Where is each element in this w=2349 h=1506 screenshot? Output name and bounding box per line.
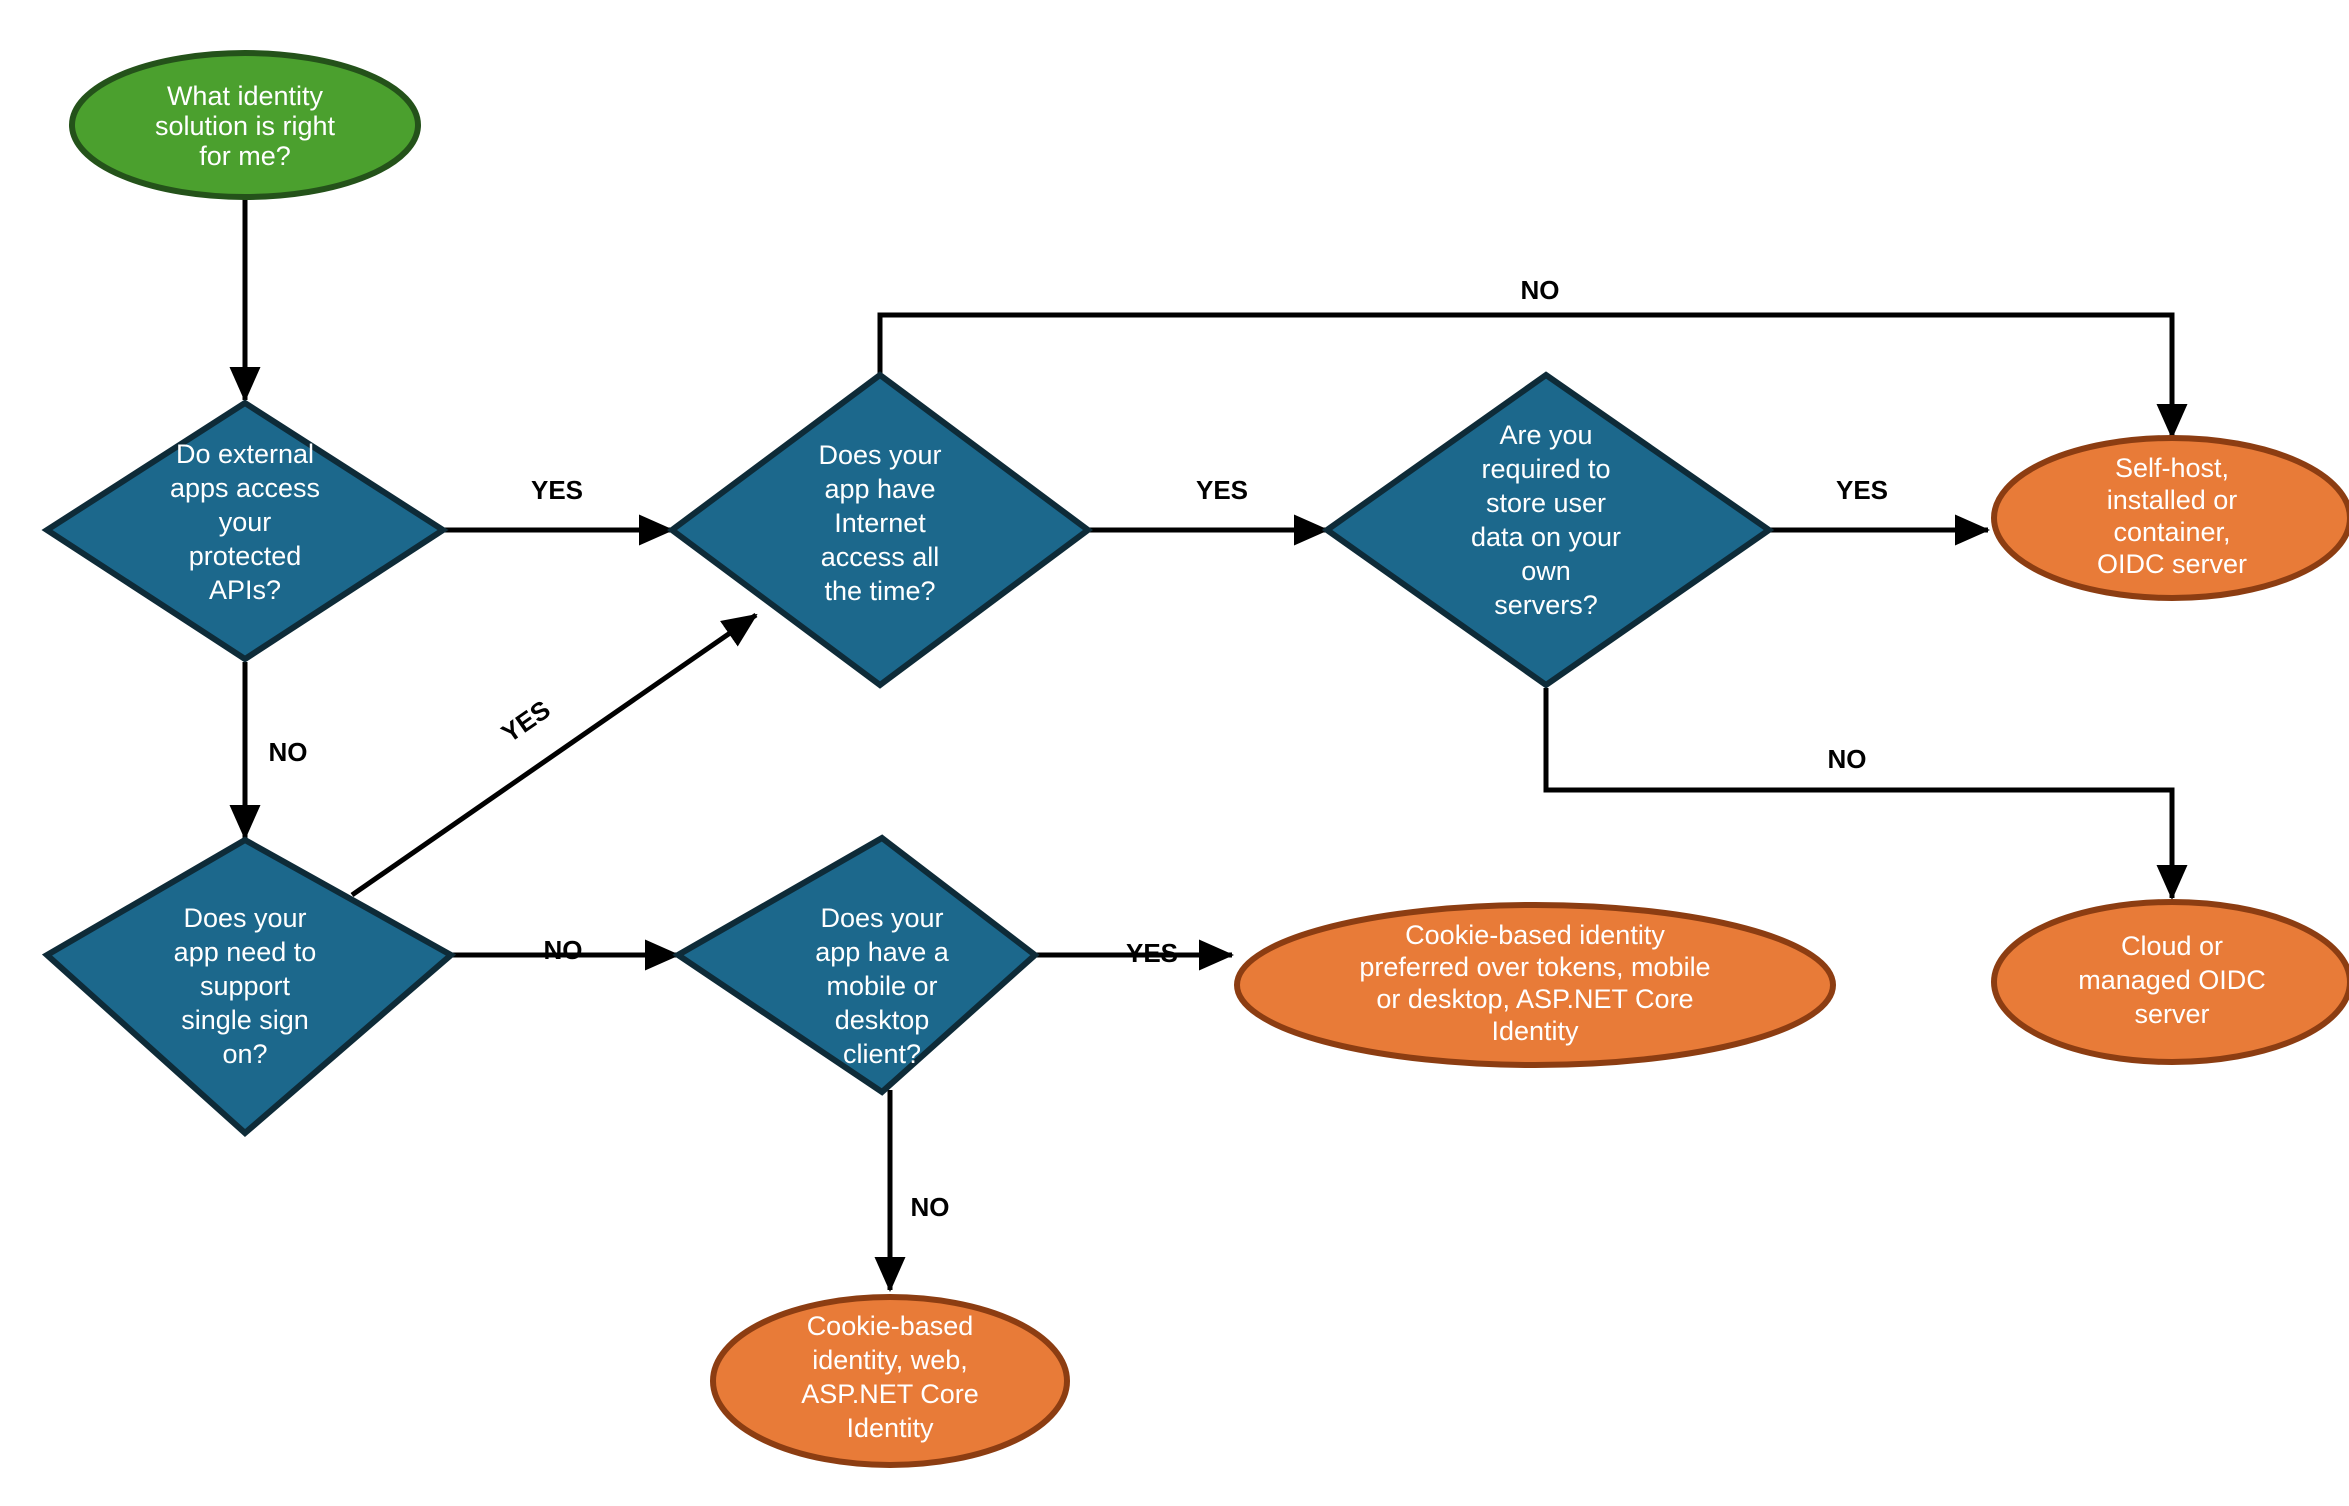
node-cloud-managed-line-2: managed OIDC	[2078, 965, 2266, 995]
edge-sso-yes	[350, 612, 758, 898]
node-cloud-managed-line-1: Cloud or	[2121, 931, 2223, 961]
mobile-desktop-client-diamond-shape	[672, 834, 1040, 1096]
node-internet-access-line-3: Internet	[834, 508, 926, 538]
edge-label-client-no: NO	[911, 1192, 950, 1222]
node-external-apis-line-5: APIs?	[209, 575, 281, 605]
edge-label-external-apis-no: NO	[269, 737, 308, 767]
cookie-identity-web-ellipse-shape	[710, 1294, 1070, 1468]
edge-label-client-yes: YES	[1126, 938, 1178, 968]
node-cookie-identity-web-line-1: Cookie-based	[807, 1311, 974, 1341]
edge-label-store-data-no: NO	[1828, 744, 1867, 774]
node-single-sign-on-line-2: app need to	[174, 937, 317, 967]
node-start-line-3: for me?	[199, 141, 291, 171]
edge-label-store-data-yes: YES	[1836, 475, 1888, 505]
node-cookie-identity-web-line-2: identity, web,	[812, 1345, 968, 1375]
node-external-apis-line-4: protected	[189, 541, 302, 571]
single-sign-on-diamond-shape	[41, 836, 457, 1137]
edge-internet-no	[877, 312, 2188, 440]
edge-label-internet-yes: YES	[1196, 475, 1248, 505]
node-cookie-identity-web[interactable]: Cookie-based identity, web, ASP.NET Core…	[710, 1294, 1070, 1468]
node-store-user-data-line-3: store user	[1486, 488, 1606, 518]
node-store-user-data[interactable]: Are you required to store user data on y…	[1321, 371, 1775, 689]
node-cookie-identity-web-line-4: Identity	[846, 1413, 934, 1443]
node-single-sign-on-line-5: on?	[222, 1039, 267, 1069]
node-store-user-data-line-5: own	[1521, 556, 1571, 586]
node-self-host-line-3: container,	[2113, 517, 2230, 547]
node-mobile-desktop-client-line-5: client?	[843, 1039, 921, 1069]
node-mobile-desktop-client[interactable]: Does your app have a mobile or desktop c…	[672, 834, 1040, 1096]
cookie-identity-mobile-ellipse-shape	[1234, 902, 1836, 1068]
node-internet-access[interactable]: Does your app have Internet access all t…	[666, 371, 1094, 689]
node-cloud-managed-line-3: server	[2134, 999, 2209, 1029]
node-mobile-desktop-client-line-3: mobile or	[826, 971, 937, 1001]
node-mobile-desktop-client-line-2: app have a	[815, 937, 950, 967]
edge-store-data-no	[1543, 688, 2188, 901]
node-self-host-line-1: Self-host,	[2115, 453, 2229, 483]
node-single-sign-on[interactable]: Does your app need to support single sig…	[41, 836, 457, 1137]
node-cookie-identity-mobile[interactable]: Cookie-based identity preferred over tok…	[1234, 902, 1836, 1068]
store-user-data-diamond-shape	[1321, 371, 1775, 689]
node-internet-access-line-2: app have	[824, 474, 935, 504]
node-cookie-identity-mobile-line-2: preferred over tokens, mobile	[1359, 952, 1710, 982]
node-single-sign-on-line-3: support	[200, 971, 291, 1001]
node-start-line-2: solution is right	[155, 111, 336, 141]
start-ellipse-shape	[69, 50, 421, 200]
node-internet-access-line-5: the time?	[824, 576, 935, 606]
node-single-sign-on-line-4: single sign	[181, 1005, 309, 1035]
cloud-managed-ellipse-shape	[1991, 899, 2349, 1065]
node-cookie-identity-mobile-line-3: or desktop, ASP.NET Core	[1376, 984, 1693, 1014]
edge-label-sso-yes: YES	[496, 694, 556, 748]
edge-label-sso-no: NO	[544, 935, 583, 965]
node-store-user-data-line-1: Are you	[1499, 420, 1592, 450]
node-self-host-line-4: OIDC server	[2097, 549, 2247, 579]
external-apis-diamond-shape	[41, 399, 449, 663]
edge-label-internet-no: NO	[1521, 275, 1560, 305]
internet-access-diamond-shape	[666, 371, 1094, 689]
node-internet-access-line-1: Does your	[818, 440, 941, 470]
node-external-apis-line-3: your	[219, 507, 272, 537]
node-store-user-data-line-4: data on your	[1471, 522, 1621, 552]
node-self-host-oidc[interactable]: Self-host, installed or container, OIDC …	[1991, 435, 2349, 601]
node-start[interactable]: What identity solution is right for me?	[69, 50, 421, 200]
node-start-line-1: What identity	[167, 81, 324, 111]
self-host-ellipse-shape	[1991, 435, 2349, 601]
node-cookie-identity-mobile-line-4: Identity	[1491, 1016, 1579, 1046]
node-internet-access-line-4: access all	[821, 542, 940, 572]
node-self-host-line-2: installed or	[2107, 485, 2238, 515]
node-store-user-data-line-2: required to	[1481, 454, 1610, 484]
node-mobile-desktop-client-line-4: desktop	[835, 1005, 930, 1035]
node-mobile-desktop-client-line-1: Does your	[820, 903, 943, 933]
node-cloud-managed-oidc[interactable]: Cloud or managed OIDC server	[1991, 899, 2349, 1065]
edge-label-external-apis-yes: YES	[531, 475, 583, 505]
node-cookie-identity-mobile-line-1: Cookie-based identity	[1405, 920, 1665, 950]
node-single-sign-on-line-1: Does your	[183, 903, 306, 933]
node-external-apis-line-1: Do external	[176, 439, 314, 469]
node-cookie-identity-web-line-3: ASP.NET Core	[801, 1379, 979, 1409]
node-store-user-data-line-6: servers?	[1494, 590, 1598, 620]
node-external-apis-line-2: apps access	[170, 473, 320, 503]
node-external-apis[interactable]: Do external apps access your protected A…	[41, 399, 449, 663]
